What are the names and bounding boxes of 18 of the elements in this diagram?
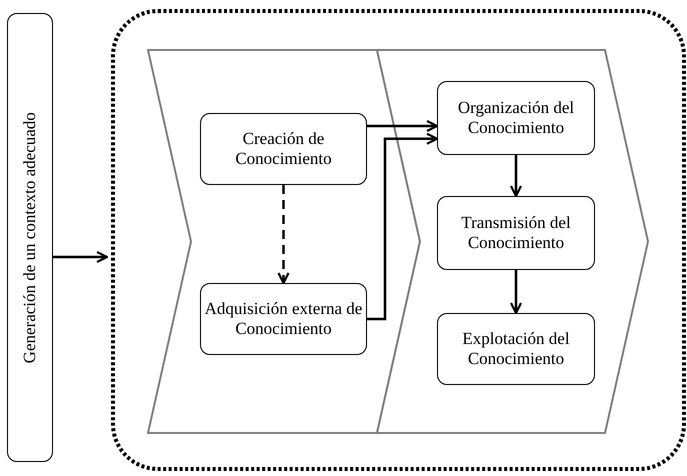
- box-label: Creación de Conocimiento: [234, 129, 333, 169]
- process-box: [437, 81, 595, 155]
- process-box: [200, 113, 367, 185]
- process-box: [437, 313, 595, 385]
- arrow: [367, 132, 438, 320]
- arrow: [510, 270, 522, 314]
- box-label: Transmisión del Conocimiento: [460, 213, 572, 253]
- process-box: [200, 283, 367, 355]
- arrow: [510, 155, 522, 198]
- arrow: [277, 185, 290, 284]
- arrow: [53, 250, 108, 264]
- process-box: [7, 13, 53, 462]
- box-label: Organización del Conocimiento: [456, 98, 576, 138]
- box-label: Adquisición externa de Conocimiento: [204, 299, 364, 339]
- box-label: Explotación del Conocimiento: [461, 329, 571, 369]
- arrow: [367, 120, 438, 132]
- box-label: Generación de un contexto adecuado: [20, 112, 40, 364]
- process-box: [437, 196, 595, 270]
